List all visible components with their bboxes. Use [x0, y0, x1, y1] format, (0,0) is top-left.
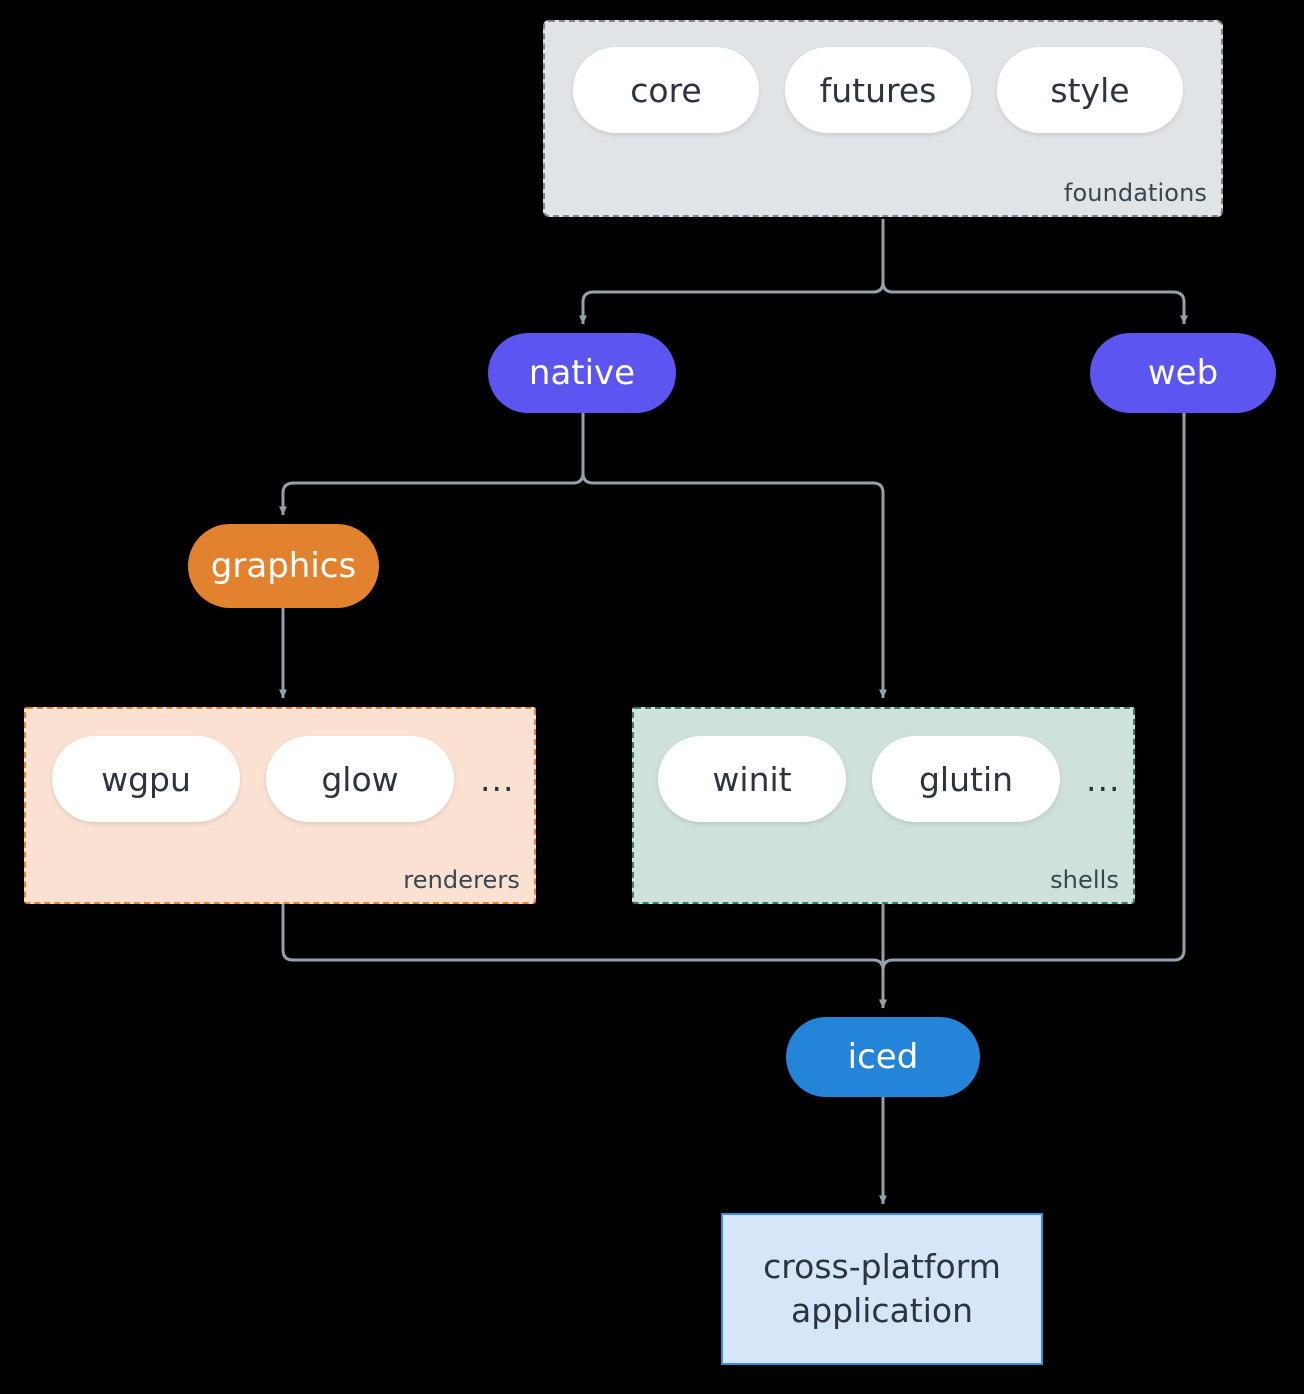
application-label-line1: cross-platform [763, 1247, 1001, 1287]
shells-overflow-ellipsis: ... [1086, 759, 1121, 799]
chip-glow[interactable]: glow [266, 736, 454, 822]
chip-winit[interactable]: winit [658, 736, 846, 822]
chip-style[interactable]: style [997, 47, 1183, 133]
group-label-renderers: renderers [403, 866, 520, 894]
group-renderers: wgpu glow ... renderers [24, 707, 536, 904]
edge-foundations-native [579, 219, 885, 325]
group-foundations: core futures style foundations [543, 20, 1223, 217]
application-label-line2: application [790, 1291, 974, 1330]
node-cross-platform-application[interactable]: cross-platform application [721, 1213, 1043, 1365]
node-native[interactable]: native [488, 333, 676, 413]
chip-glutin[interactable]: glutin [872, 736, 1060, 822]
group-label-shells: shells [1050, 866, 1119, 894]
renderers-overflow-ellipsis: ... [480, 759, 515, 799]
group-shells: winit glutin ... shells [632, 707, 1135, 904]
node-graphics[interactable]: graphics [188, 524, 379, 608]
group-label-foundations: foundations [1063, 179, 1207, 207]
node-iced[interactable]: iced [786, 1017, 980, 1097]
edge-native-shells [581, 413, 887, 699]
foundations-chip-row: core futures style [573, 47, 1183, 133]
renderers-chip-row: wgpu glow ... [52, 736, 514, 822]
chip-core[interactable]: core [573, 47, 759, 133]
chip-wgpu[interactable]: wgpu [52, 736, 240, 822]
edge-native-graphics [279, 413, 585, 516]
edge-foundations-web [881, 219, 1188, 325]
edge-renderers-iced [281, 904, 887, 1009]
node-web[interactable]: web [1090, 333, 1276, 413]
chip-futures[interactable]: futures [785, 47, 971, 133]
shells-chip-row: winit glutin ... [658, 736, 1120, 822]
